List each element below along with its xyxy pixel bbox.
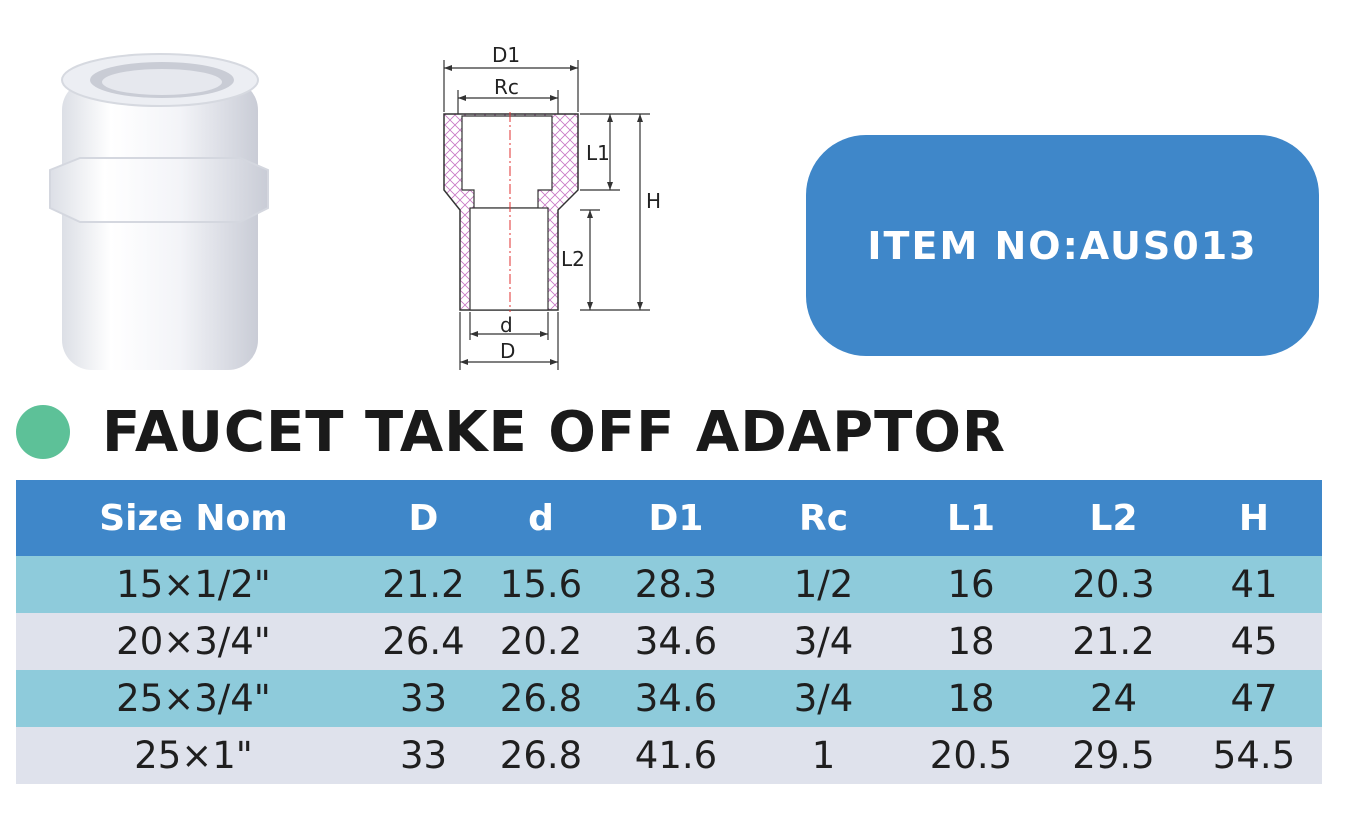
- table-row: 20×3/4" 26.4 20.2 34.6 3/4 18 21.2 45: [16, 613, 1322, 670]
- cell-l2: 29.5: [1041, 727, 1186, 784]
- label-d-small: d: [500, 313, 513, 337]
- header-rc: Rc: [746, 480, 901, 556]
- product-photo: [49, 53, 269, 370]
- cell-d1: 34.6: [606, 613, 746, 670]
- cell-h: 41: [1186, 556, 1322, 613]
- table-row: 25×3/4" 33 26.8 34.6 3/4 18 24 47: [16, 670, 1322, 727]
- table-row: 15×1/2" 21.2 15.6 28.3 1/2 16 20.3 41: [16, 556, 1322, 613]
- cell-l1: 18: [901, 670, 1041, 727]
- header-d1: D1: [606, 480, 746, 556]
- cell-d1: 28.3: [606, 556, 746, 613]
- header-l1: L1: [901, 480, 1041, 556]
- technical-drawing: D1 Rc L1 H L2 d D: [443, 43, 661, 370]
- cell-size: 25×3/4": [16, 670, 371, 727]
- cell-d-inner: 26.8: [476, 670, 606, 727]
- cell-d-outer: 26.4: [371, 613, 476, 670]
- header-d-outer: D: [371, 480, 476, 556]
- cell-h: 54.5: [1186, 727, 1322, 784]
- label-h: H: [646, 189, 661, 213]
- item-number-badge: ITEM NO:AUS013: [806, 135, 1319, 356]
- table-header-row: Size Nom D d D1 Rc L1 L2 H: [16, 480, 1322, 556]
- spec-table: Size Nom D d D1 Rc L1 L2 H 15×1/2" 21.2 …: [16, 480, 1322, 784]
- cell-h: 45: [1186, 613, 1322, 670]
- cell-size: 20×3/4": [16, 613, 371, 670]
- cell-rc: 1/2: [746, 556, 901, 613]
- cell-l1: 16: [901, 556, 1041, 613]
- cell-size: 25×1": [16, 727, 371, 784]
- table-row: 25×1" 33 26.8 41.6 1 20.5 29.5 54.5: [16, 727, 1322, 784]
- cell-rc: 1: [746, 727, 901, 784]
- cell-d-inner: 20.2: [476, 613, 606, 670]
- item-number-text: ITEM NO:AUS013: [867, 223, 1258, 268]
- cell-l1: 18: [901, 613, 1041, 670]
- cell-size: 15×1/2": [16, 556, 371, 613]
- cell-d1: 34.6: [606, 670, 746, 727]
- header-size-nom: Size Nom: [16, 480, 371, 556]
- cell-d-inner: 26.8: [476, 727, 606, 784]
- label-d-big: D: [500, 339, 515, 363]
- label-rc: Rc: [494, 75, 519, 99]
- header-h: H: [1186, 480, 1322, 556]
- cell-rc: 3/4: [746, 613, 901, 670]
- cell-l2: 20.3: [1041, 556, 1186, 613]
- product-title: FAUCET TAKE OFF ADAPTOR: [102, 399, 1007, 465]
- cell-l1: 20.5: [901, 727, 1041, 784]
- cell-l2: 24: [1041, 670, 1186, 727]
- title-row: FAUCET TAKE OFF ADAPTOR: [16, 392, 1006, 472]
- cell-d1: 41.6: [606, 727, 746, 784]
- cell-d-outer: 21.2: [371, 556, 476, 613]
- label-d1: D1: [492, 43, 520, 67]
- label-l1: L1: [586, 141, 610, 165]
- label-l2: L2: [561, 247, 585, 271]
- cell-d-outer: 33: [371, 727, 476, 784]
- bullet-dot-icon: [16, 405, 70, 459]
- cell-d-inner: 15.6: [476, 556, 606, 613]
- header-l2: L2: [1041, 480, 1186, 556]
- cell-l2: 21.2: [1041, 613, 1186, 670]
- header-d-inner: d: [476, 480, 606, 556]
- cell-rc: 3/4: [746, 670, 901, 727]
- cell-h: 47: [1186, 670, 1322, 727]
- cell-d-outer: 33: [371, 670, 476, 727]
